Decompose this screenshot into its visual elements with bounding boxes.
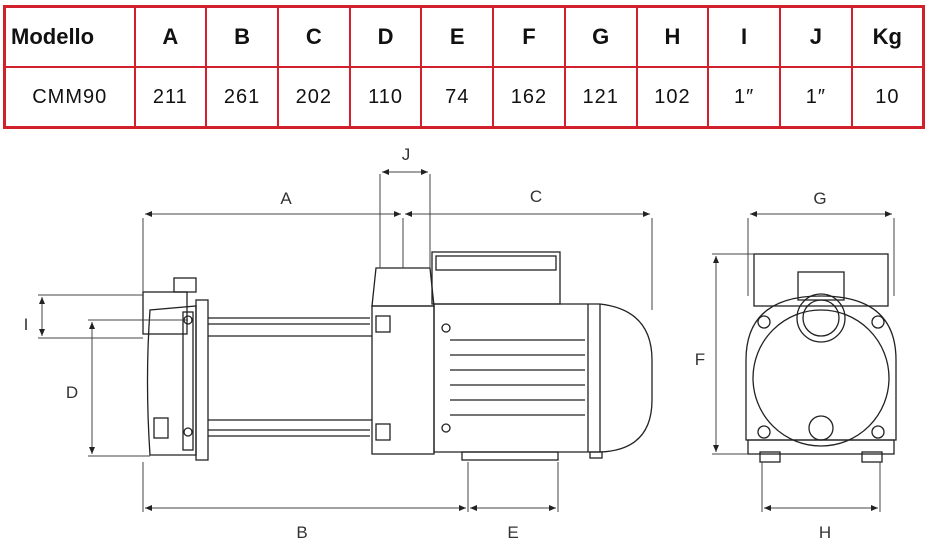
label-f: F [695, 350, 705, 369]
table-header-row: Modello A B C D E F G H I J Kg [3, 5, 925, 68]
header-cell-g: G [563, 5, 638, 68]
label-e: E [507, 523, 518, 542]
label-b: B [296, 523, 307, 542]
cell-h: 102 [635, 66, 710, 129]
pump-front-view [745, 253, 897, 463]
front-terminal-box [753, 253, 889, 307]
cell-b: 261 [205, 66, 279, 129]
header-cell-f: F [492, 5, 566, 68]
label-a: A [280, 189, 292, 208]
volute-flange [182, 311, 194, 451]
terminal-box [431, 251, 561, 305]
motor-foot [461, 451, 559, 461]
label-g: G [813, 189, 826, 208]
discharge-port [371, 267, 435, 307]
label-d: D [66, 383, 78, 402]
cell-j: 1″ [778, 66, 853, 129]
dimensions-table: Modello A B C D E F G H I J Kg CMM90 211… [3, 5, 925, 129]
cell-a: 211 [133, 66, 208, 129]
suction-inlet [142, 291, 188, 335]
label-i: I [24, 315, 29, 334]
header-cell-a: A [133, 5, 208, 68]
front-casing [745, 295, 897, 441]
discharge-body [371, 305, 435, 455]
cell-d: 110 [348, 66, 423, 129]
label-h: H [819, 523, 831, 542]
header-cell-e: E [420, 5, 495, 68]
cell-f: 162 [492, 66, 566, 129]
front-plate [195, 299, 209, 461]
front-base [747, 439, 895, 455]
vent-plug [173, 277, 197, 293]
header-cell-model: Modello [3, 5, 136, 68]
header-cell-b: B [205, 5, 279, 68]
cell-g: 121 [563, 66, 638, 129]
table-row: CMM90 211 261 202 110 74 162 121 102 1″ … [3, 66, 925, 129]
header-cell-h: H [635, 5, 710, 68]
header-cell-kg: Kg [850, 5, 925, 68]
motor-body [433, 303, 653, 453]
cell-c: 202 [276, 66, 351, 129]
label-j: J [402, 145, 411, 164]
drain-plug [153, 417, 169, 439]
header-cell-d: D [348, 5, 423, 68]
cell-e: 74 [420, 66, 495, 129]
header-cell-i: I [707, 5, 781, 68]
cell-model: CMM90 [3, 66, 136, 129]
cell-kg: 10 [850, 66, 925, 129]
header-cell-j: J [778, 5, 853, 68]
header-cell-c: C [276, 5, 351, 68]
cell-i: 1″ [707, 66, 781, 129]
label-c: C [530, 187, 542, 206]
pump-volute [146, 305, 197, 456]
pump-side-view [142, 251, 653, 461]
